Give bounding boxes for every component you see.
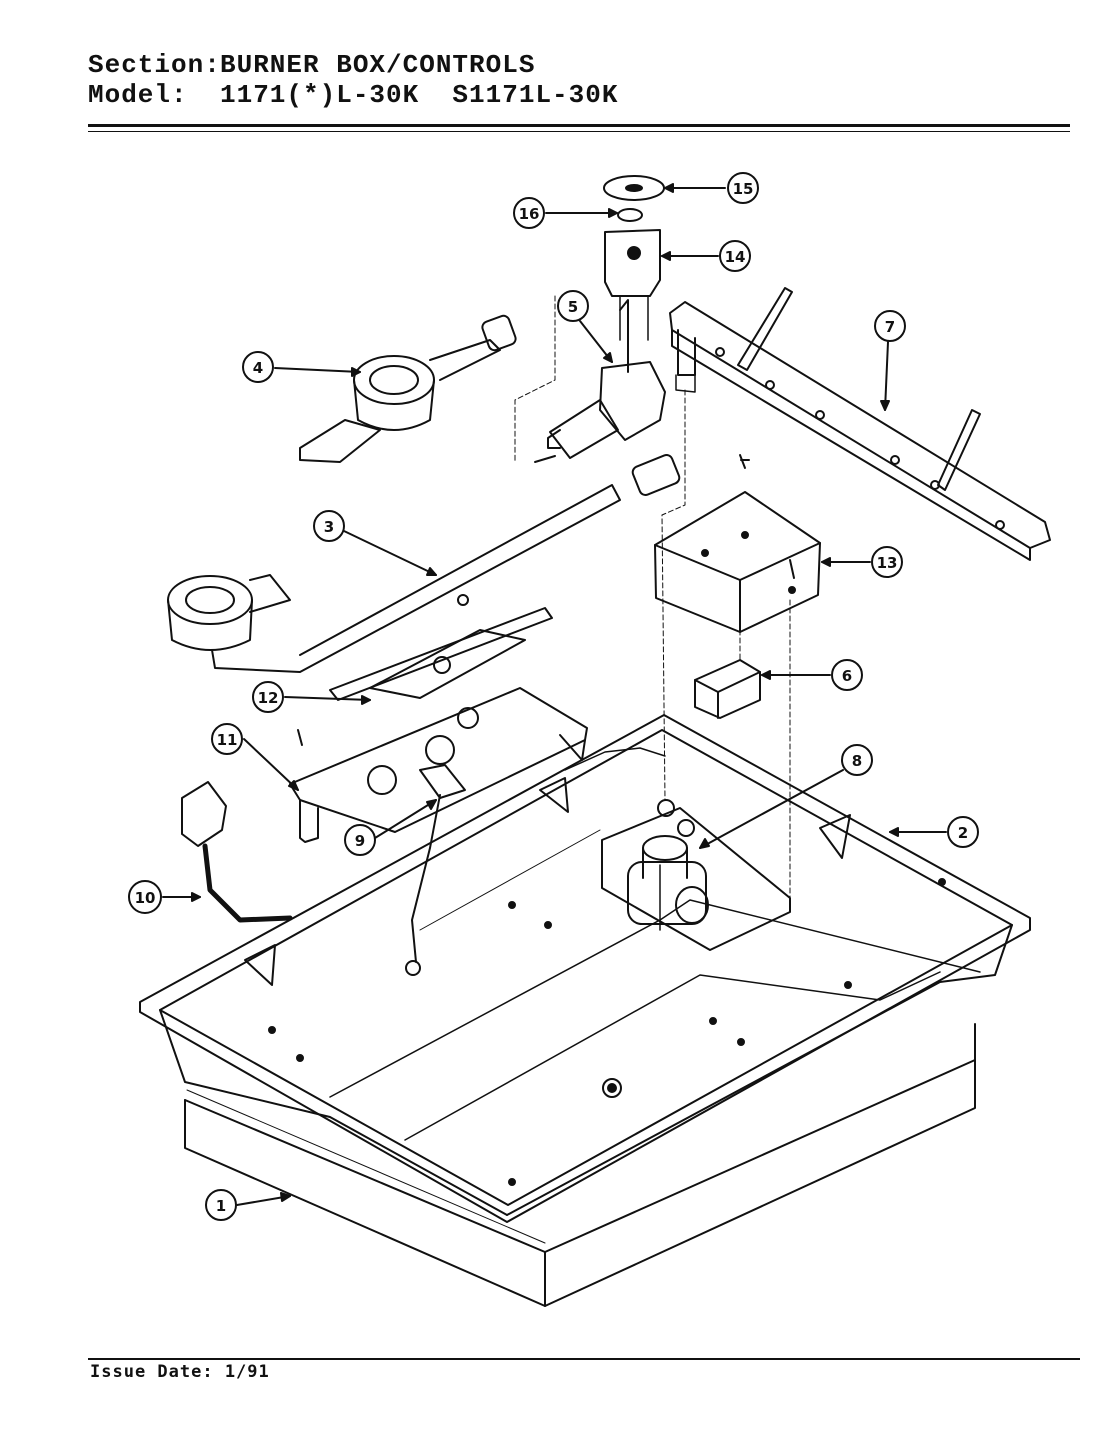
callout-9: 9: [344, 799, 437, 856]
power-cord-part-10: [181, 781, 293, 923]
header-rule-thick: [88, 124, 1070, 127]
callout-16: 16: [513, 197, 618, 229]
section-value: BURNER BOX/CONTROLS: [220, 50, 536, 80]
callout-7-label: 7: [885, 318, 895, 336]
callout-13-label: 13: [877, 554, 898, 572]
callout-8: 8: [699, 744, 873, 849]
callout-4: 4: [242, 351, 361, 383]
model-row: Model: 1171(*)L-30K S1171L-30K: [88, 80, 618, 110]
callout-10-label: 10: [135, 889, 156, 907]
burner-part-4: [299, 314, 517, 463]
header-rule-thin: [88, 131, 1070, 132]
callout-1-label: 1: [216, 1197, 226, 1215]
callout-11-label: 11: [217, 731, 238, 749]
clip-part-16: [617, 208, 643, 222]
washer-part-15: [603, 175, 665, 201]
document-header: Section:BURNER BOX/CONTROLS Model: 1171(*…: [88, 50, 618, 110]
callout-3: 3: [313, 510, 437, 576]
model-label: Model:: [88, 80, 188, 110]
bracket-part-14: [604, 229, 661, 341]
callout-16-label: 16: [519, 205, 540, 223]
model-value: 1171(*)L-30K S1171L-30K: [220, 80, 619, 110]
burner-part-3: [167, 454, 681, 673]
callout-15: 15: [664, 172, 759, 204]
callout-14: 14: [661, 240, 751, 272]
cord-clip-part-9: [411, 764, 466, 963]
callout-1: 1: [205, 1189, 291, 1221]
callout-5-label: 5: [568, 298, 578, 316]
burner-box-part-2: [139, 714, 1031, 1223]
callout-6: 6: [761, 659, 863, 691]
callout-14-label: 14: [725, 248, 746, 266]
regulator-part-8: [601, 807, 791, 951]
callout-9-label: 9: [355, 832, 365, 850]
callout-3-label: 3: [324, 518, 334, 536]
support-bracket-part-11: [289, 687, 588, 843]
cover-box-part-13: [654, 454, 821, 633]
footer-rule: [88, 1358, 1080, 1360]
manifold-part-7: [669, 287, 1051, 561]
explode-lines: [661, 389, 791, 906]
callout-10: 10: [128, 880, 201, 914]
valve-part-5: [514, 295, 666, 463]
callout-2: 2: [889, 816, 979, 848]
callout-8-label: 8: [852, 752, 862, 770]
callout-4-label: 4: [253, 359, 263, 377]
callout-5: 5: [557, 290, 613, 363]
callout-11: 11: [211, 723, 299, 791]
callout-2-label: 2: [958, 824, 968, 842]
callout-12-label: 12: [258, 689, 279, 707]
callout-7: 7: [874, 310, 906, 411]
section-row: Section:BURNER BOX/CONTROLS: [88, 50, 618, 80]
bracket-tube-part-12: [329, 607, 553, 701]
section-label: Section:: [88, 50, 221, 80]
switch-part-6: [694, 659, 761, 719]
callout-13: 13: [821, 546, 903, 578]
callout-15-label: 15: [733, 180, 754, 198]
callout-6-label: 6: [842, 667, 852, 685]
base-pan-part-1: [184, 1023, 976, 1307]
callout-12: 12: [252, 681, 371, 713]
issue-date: Issue Date: 1/91: [90, 1362, 270, 1382]
